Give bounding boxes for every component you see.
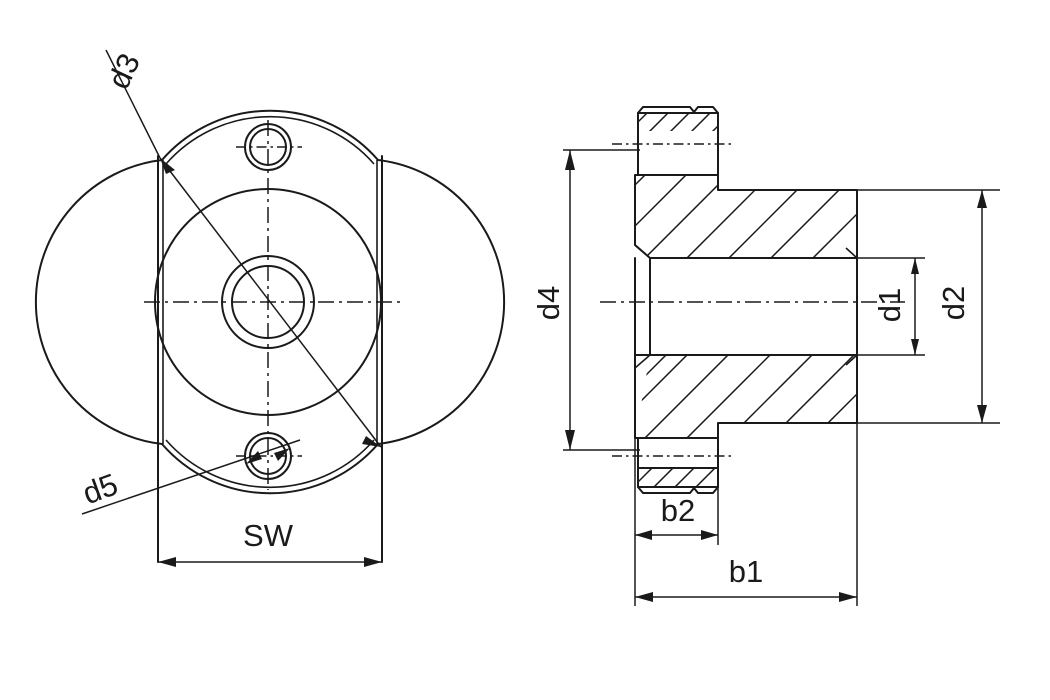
dimension-b1 [634,423,858,606]
front-outer-circle [34,109,506,495]
d1-arrowhead-top [911,258,919,274]
dimension-label-d4: d4 [531,286,566,320]
sw-arrowhead-left [158,557,176,567]
d2-arrowhead-top [977,190,987,208]
b2-arrowhead-left [635,530,652,540]
d4-arrowhead-top [565,150,575,170]
front-flat-right [376,155,383,563]
front-outer-rim-inner-line [165,115,375,489]
dimension-b2 [634,438,719,545]
d4-arrowhead-bottom [565,430,575,450]
section-bore-chamfers [634,244,858,369]
d2-arrowhead-bottom [977,405,987,423]
b1-arrowhead-left [635,592,653,602]
section-upper-body-outline [634,174,858,259]
d1-arrowhead-bottom [911,339,919,355]
b2-arrowhead-right [701,530,718,540]
section-hatch-bottom-collar [638,468,718,487]
d3-arrowhead-upper [160,158,175,174]
dimension-sw [158,557,382,567]
section-hatch-upper [635,175,857,258]
b1-arrowhead-right [839,592,857,602]
dimension-d2 [857,189,1000,424]
front-centerlines [144,120,400,490]
d3-arrowhead-lower [362,436,381,447]
dimension-label-b2: b2 [661,493,695,528]
section-lower-body-outline [634,354,858,439]
front-flat-left [157,155,164,563]
sw-arrowhead-right [364,557,382,567]
section-centerlines [600,143,905,457]
section-bore-walls [634,257,858,356]
d5-arrowhead-right [274,448,290,461]
dimension-d1 [857,257,925,356]
dimension-label-d2: d2 [936,286,971,320]
section-view [600,106,905,494]
dimension-label-d1: d1 [872,288,907,322]
dimension-label-b1: b1 [729,554,763,589]
dimension-label-sw: SW [243,518,294,553]
section-hatch-top-collar [638,113,718,131]
dimension-label-d5: d5 [78,466,122,511]
dimension-d4 [563,149,640,451]
dimension-d5-leader [81,439,301,515]
d5-arrowhead-left [246,451,262,464]
front-view: d3 d5 SW [34,48,506,567]
dimension-d3-leader [105,49,382,448]
